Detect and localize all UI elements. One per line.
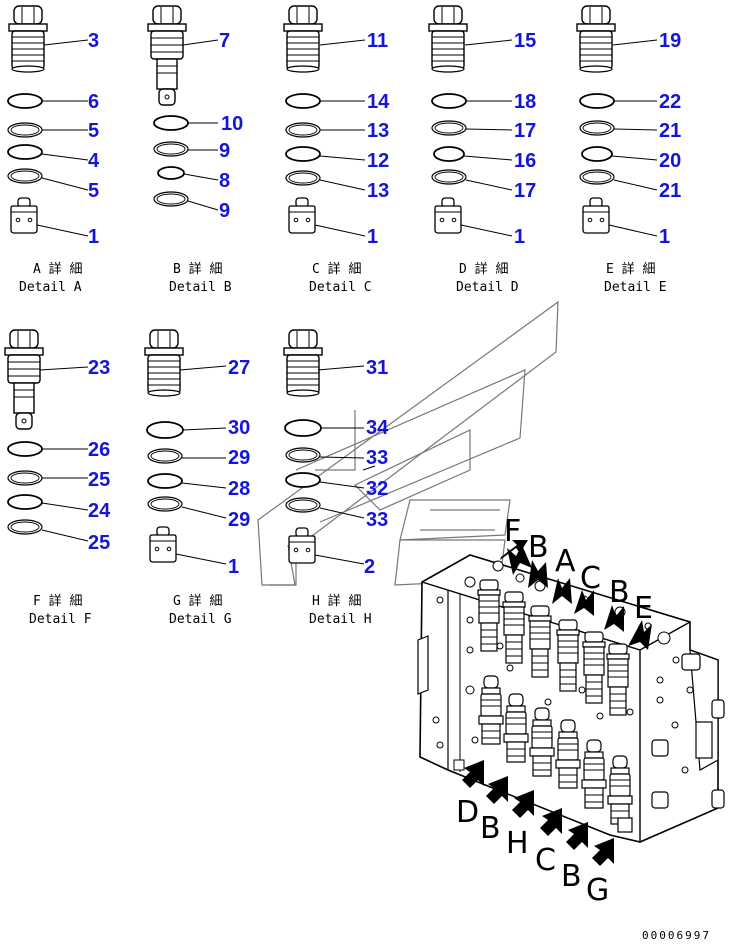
label-19: 19 (659, 30, 681, 52)
arrow-label-b: B (528, 530, 549, 565)
caption-g-jp: G 詳 細 (173, 593, 222, 609)
arrow-label-b2: B (609, 575, 630, 610)
label-2: 2 (364, 556, 375, 578)
detail-h: 31 34 33 32 33 2 H 詳 細 Detail H (283, 329, 389, 627)
label-4: 4 (88, 150, 100, 172)
label-11: 11 (367, 30, 388, 52)
arrow-label-c: C (580, 561, 601, 596)
detail-c: 11 14 13 12 13 1 C 詳 細 Detail C (283, 5, 390, 295)
label-16: 16 (514, 150, 536, 172)
caption-f-en: Detail F (29, 612, 92, 627)
label-5b: 5 (88, 180, 99, 202)
label-27: 27 (228, 357, 250, 379)
detail-b: 7 10 9 8 9 B 詳 細 Detail B (147, 5, 243, 295)
label-28: 28 (228, 478, 250, 500)
label-21: 21 (659, 120, 681, 142)
caption-e-jp: E 詳 細 (606, 261, 655, 277)
label-12: 12 (367, 150, 389, 172)
arrow-label-a: A (555, 544, 576, 579)
valve-assembly: F B A C B E D B H C B G (417, 514, 725, 908)
label-9b: 9 (219, 200, 230, 222)
label-32: 32 (366, 478, 388, 500)
label-33: 33 (366, 447, 388, 469)
detail-g: 27 30 29 28 29 1 G 詳 細 Detail G (144, 329, 250, 627)
label-1g: 1 (228, 556, 239, 578)
detail-f: 23 26 25 24 25 F 詳 細 Detail F (4, 329, 111, 627)
caption-a-jp: A 詳 細 (33, 261, 82, 277)
caption-h-jp: H 詳 細 (312, 593, 361, 609)
top-arrows: F B A C B E (500, 514, 653, 650)
label-34: 34 (366, 417, 389, 439)
caption-c-en: Detail C (309, 280, 372, 295)
arrow-label-f: F (504, 514, 521, 549)
detail-d: 15 18 17 16 17 1 D 詳 細 Detail D (428, 5, 536, 295)
label-9: 9 (219, 140, 230, 162)
arrow-label-c2: C (535, 843, 556, 878)
arrow-label-g: G (586, 873, 609, 908)
label-6: 6 (88, 91, 99, 113)
caption-b-en: Detail B (169, 280, 232, 295)
arrow-label-b4: B (561, 859, 582, 894)
label-1d: 1 (514, 226, 525, 248)
label-13: 13 (367, 120, 389, 142)
label-25b: 25 (88, 532, 110, 554)
arrow-label-h: H (506, 826, 529, 861)
label-20: 20 (659, 150, 681, 172)
caption-d-jp: D 詳 細 (459, 261, 508, 277)
label-33b: 33 (366, 509, 388, 531)
label-17: 17 (514, 120, 536, 142)
label-8: 8 (219, 170, 230, 192)
footer-code: 00006997 (642, 929, 711, 942)
caption-e-en: Detail E (604, 280, 667, 295)
bottom-arrows: D B H C B G (456, 760, 614, 908)
label-18: 18 (514, 91, 536, 113)
label-17b: 17 (514, 180, 536, 202)
label-26: 26 (88, 439, 110, 461)
caption-c-jp: C 詳 細 (312, 261, 361, 277)
label-31: 31 (366, 357, 388, 379)
label-3: 3 (88, 30, 99, 52)
arrow-label-b3: B (480, 811, 501, 846)
label-21b: 21 (659, 180, 681, 202)
label-29b: 29 (228, 509, 250, 531)
label-1e: 1 (659, 226, 670, 248)
label-25: 25 (88, 469, 110, 491)
caption-g-en: Detail G (169, 612, 232, 627)
label-7: 7 (219, 30, 230, 52)
label-23: 23 (88, 357, 110, 379)
arrow-label-e: E (634, 591, 653, 626)
label-10: 10 (221, 113, 243, 135)
arrow-label-d: D (456, 795, 479, 830)
caption-f-jp: F 詳 細 (33, 593, 82, 609)
label-14: 14 (367, 91, 390, 113)
label-1: 1 (88, 226, 99, 248)
label-29: 29 (228, 447, 250, 469)
caption-b-jp: B 詳 細 (173, 261, 222, 277)
label-24: 24 (88, 500, 111, 522)
detail-e: 19 22 21 20 21 1 E 詳 細 Detail E (576, 5, 681, 295)
label-13b: 13 (367, 180, 389, 202)
caption-d-en: Detail D (456, 280, 519, 295)
label-1c: 1 (367, 226, 378, 248)
detail-a: 3 6 5 4 5 1 A 詳 細 Detail A (7, 5, 100, 295)
label-15: 15 (514, 30, 536, 52)
caption-a-en: Detail A (19, 280, 82, 295)
label-22: 22 (659, 91, 681, 113)
label-5: 5 (88, 120, 99, 142)
caption-h-en: Detail H (309, 612, 372, 627)
label-30: 30 (228, 417, 250, 439)
